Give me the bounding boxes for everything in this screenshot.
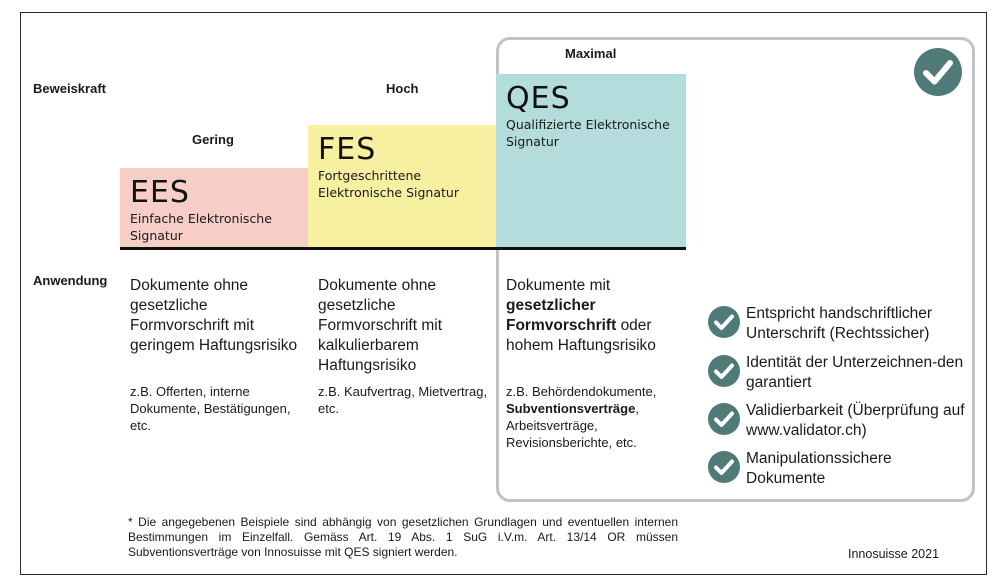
qes-example-part2: , Arbeitsverträge, Revisionsberichte, et… bbox=[506, 401, 639, 450]
qes-example-part1: z.B. Behördendokumente, bbox=[506, 384, 657, 399]
feature-item: Entspricht handschriftlicher Unterschrif… bbox=[708, 304, 968, 344]
level-hoch-label: Hoch bbox=[386, 81, 419, 96]
check-circle-icon bbox=[708, 451, 740, 483]
feature-text: Validierbarkeit (Überprüfung auf www.val… bbox=[746, 402, 965, 439]
qes-box: QES Qualifizierte Elektronische Signatur bbox=[496, 74, 686, 248]
feature-text: Manipulationssichere Dokumente bbox=[746, 450, 892, 487]
fes-name: Fortgeschrittene Elektronische Signatur bbox=[318, 168, 459, 200]
baseline bbox=[120, 247, 686, 250]
fes-box: FES Fortgeschrittene Elektronische Signa… bbox=[308, 125, 496, 248]
feature-item: Identität der Unterzeichnen-den garantie… bbox=[708, 353, 968, 393]
fes-usage: Dokumente ohne gesetzliche Formvorschrif… bbox=[318, 277, 442, 374]
level-gering-label: Gering bbox=[192, 132, 234, 147]
qes-name: Qualifizierte Elektronische Signatur bbox=[506, 117, 670, 149]
qes-usage-part1: Dokumente mit bbox=[506, 277, 611, 294]
beweiskraft-label: Beweiskraft bbox=[33, 81, 106, 96]
ees-box: EES Einfache Elektronische Signatur bbox=[120, 168, 308, 248]
qes-usage: Dokumente mit gesetzlicher Formvorschrif… bbox=[506, 276, 684, 356]
ees-example: z.B. Offerten, interne Dokumente, Bestät… bbox=[130, 384, 291, 433]
anwendung-label: Anwendung bbox=[33, 273, 108, 288]
qes-example: z.B. Behördendokumente, Subventionsvertr… bbox=[506, 383, 684, 451]
ees-name: Einfache Elektronische Signatur bbox=[130, 211, 272, 243]
check-circle-icon bbox=[708, 355, 740, 387]
fes-code: FES bbox=[318, 132, 377, 167]
credit: Innosuisse 2021 bbox=[848, 547, 940, 561]
qes-code: QES bbox=[506, 81, 571, 116]
feature-text: Identität der Unterzeichnen-den garantie… bbox=[746, 354, 964, 391]
maximal-highlight-frame bbox=[496, 37, 975, 502]
check-circle-icon bbox=[708, 306, 740, 338]
level-maximal-label: Maximal bbox=[565, 46, 617, 61]
ees-usage: Dokumente ohne gesetzliche Formvorschrif… bbox=[130, 277, 298, 354]
check-circle-icon bbox=[708, 403, 740, 435]
feature-text: Entspricht handschriftlicher Unterschrif… bbox=[746, 305, 933, 342]
qes-usage-bold: gesetzlicher Formvorschrift bbox=[506, 297, 617, 334]
feature-item: Validierbarkeit (Überprüfung auf www.val… bbox=[708, 401, 968, 441]
footnote: * Die angegebenen Beispiele sind abhängi… bbox=[128, 515, 678, 559]
check-circle-icon bbox=[914, 48, 962, 96]
fes-example: z.B. Kaufvertrag, Mietvertrag, etc. bbox=[318, 384, 488, 416]
feature-item: Manipulationssichere Dokumente bbox=[708, 449, 968, 489]
qes-usage-part2: oder hohem Haftungsrisiko bbox=[506, 317, 656, 354]
ees-code: EES bbox=[130, 175, 190, 210]
qes-example-bold: Subventionsverträge bbox=[506, 401, 636, 416]
figure-frame bbox=[20, 12, 987, 575]
